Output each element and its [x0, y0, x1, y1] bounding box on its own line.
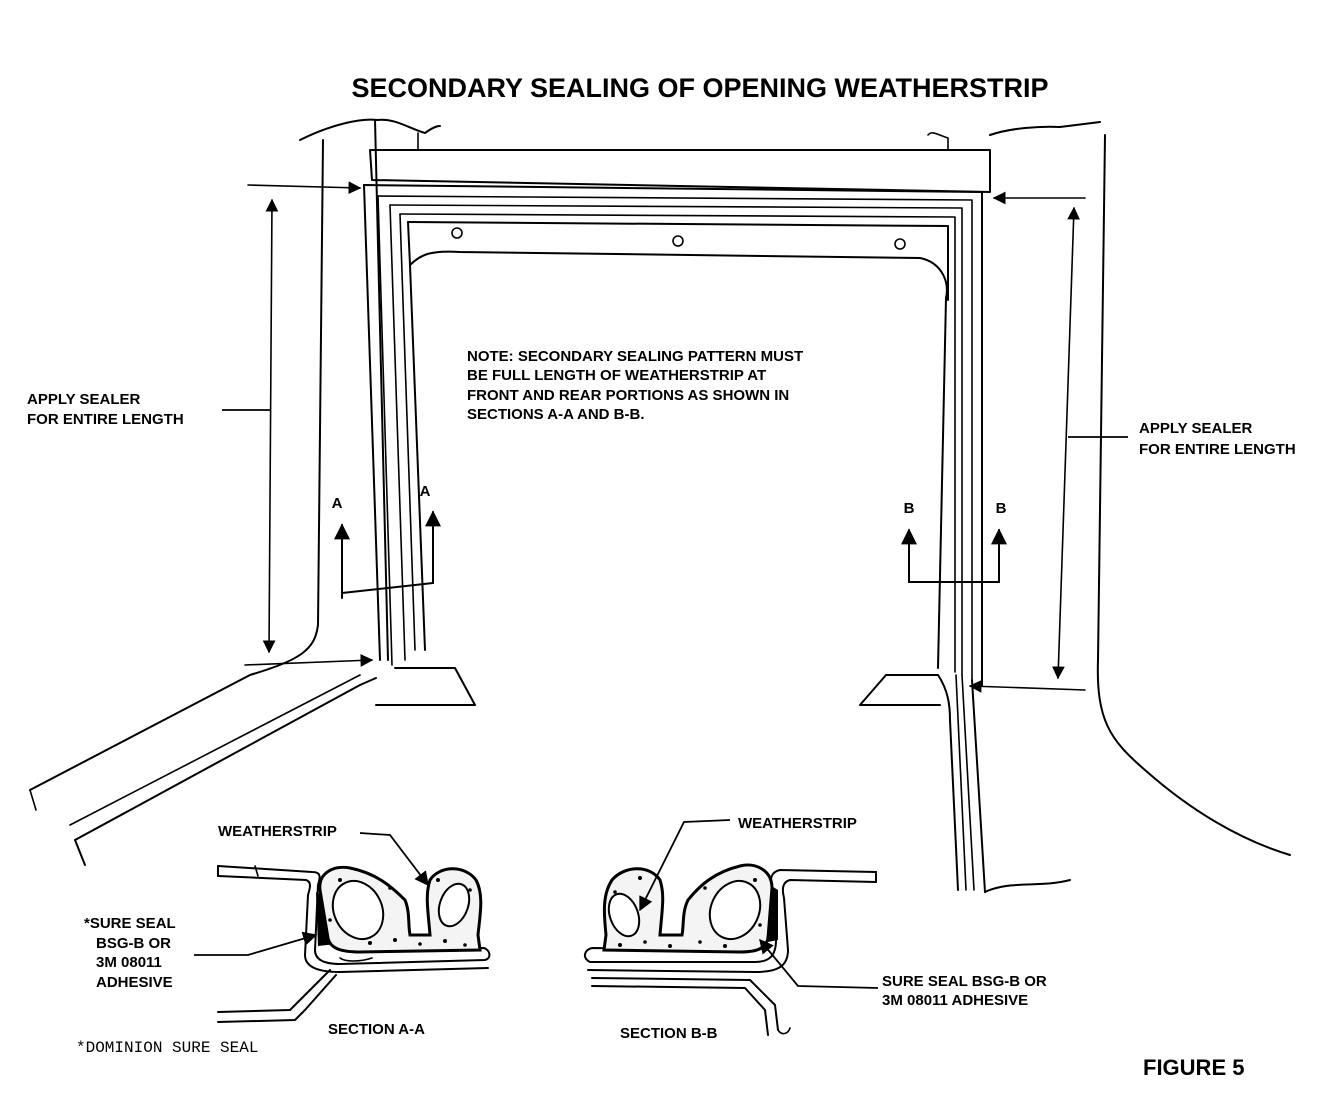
section-marker-a-right: A	[420, 483, 431, 500]
note-line-3: FRONT AND REAR PORTIONS AS SHOWN IN	[467, 387, 789, 404]
note-block: NOTE: SECONDARY SEALING PATTERN MUST BE …	[467, 348, 803, 423]
section-b-drawing	[584, 819, 879, 1036]
svg-text:3M 08011 ADHESIVE: 3M 08011 ADHESIVE	[882, 992, 1028, 1009]
svg-text:*SURE SEAL: *SURE SEAL	[84, 915, 176, 932]
svg-text:BSG-B OR: BSG-B OR	[96, 935, 171, 952]
figure-title: SECONDARY SEALING OF OPENING WEATHERSTRI…	[351, 73, 1048, 103]
svg-text:3M 08011: 3M 08011	[96, 954, 162, 971]
section-cut-a: A A	[332, 483, 441, 599]
section-b-weatherstrip-label: WEATHERSTRIP	[738, 815, 857, 832]
section-b-adhesive-label: SURE SEAL BSG-B OR 3M 08011 ADHESIVE	[882, 973, 1047, 1009]
footnote: *DOMINION SURE SEAL	[76, 1039, 258, 1057]
svg-text:FOR ENTIRE LENGTH: FOR ENTIRE LENGTH	[1139, 441, 1296, 458]
apply-sealer-label-right: APPLY SEALER FOR ENTIRE LENGTH	[1139, 420, 1296, 458]
svg-text:FOR ENTIRE LENGTH: FOR ENTIRE LENGTH	[27, 411, 184, 428]
section-a-weatherstrip-label: WEATHERSTRIP	[218, 823, 337, 840]
section-a-adhesive-label: *SURE SEAL BSG-B OR 3M 08011 ADHESIVE	[84, 915, 176, 991]
apply-sealer-label-left: APPLY SEALER FOR ENTIRE LENGTH	[27, 391, 184, 428]
mounting-hole	[894, 238, 906, 250]
svg-text:APPLY SEALER: APPLY SEALER	[27, 391, 141, 408]
section-marker-b-right: B	[996, 500, 1007, 517]
note-line-2: BE FULL LENGTH OF WEATHERSTRIP AT	[467, 367, 766, 384]
svg-text:APPLY SEALER: APPLY SEALER	[1139, 420, 1253, 437]
left-sealer-dimension	[222, 181, 374, 667]
figure-label: FIGURE 5	[1143, 1055, 1244, 1080]
section-marker-a-left: A	[332, 495, 343, 512]
mounting-hole	[672, 235, 684, 247]
section-marker-b-left: B	[904, 500, 915, 517]
door-opening-frame	[29, 118, 1291, 893]
svg-text:ADHESIVE: ADHESIVE	[96, 974, 173, 991]
section-a-caption: SECTION A-A	[328, 1021, 425, 1038]
note-line-4: SECTIONS A-A AND B-B.	[467, 406, 645, 423]
svg-text:SURE SEAL BSG-B OR: SURE SEAL BSG-B OR	[882, 973, 1047, 990]
mounting-hole	[451, 227, 463, 239]
note-line-1: NOTE: SECONDARY SEALING PATTERN MUST	[467, 348, 803, 365]
section-b-caption: SECTION B-B	[620, 1025, 718, 1042]
right-sealer-dimension	[968, 191, 1128, 693]
section-cut-b: B B	[901, 500, 1007, 583]
section-a-drawing	[194, 832, 491, 1023]
